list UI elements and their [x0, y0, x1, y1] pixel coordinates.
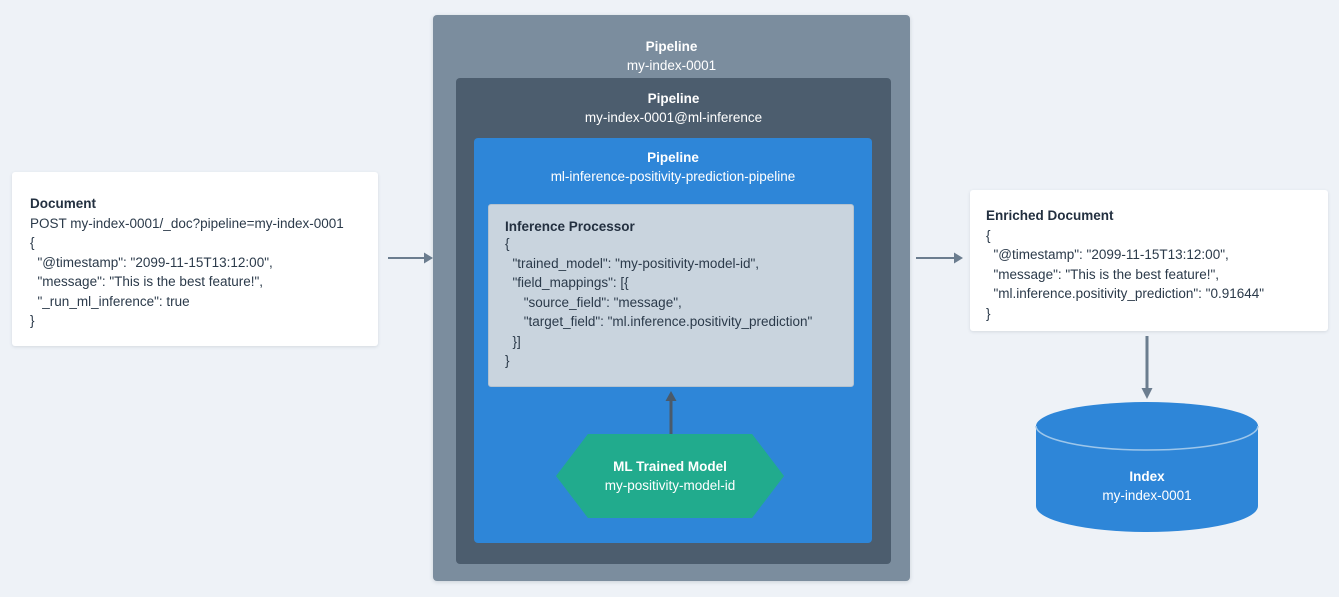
pipeline-middle-header: Pipeline my-index-0001@ml-inference — [456, 89, 891, 128]
index-cylinder[interactable]: Index my-index-0001 — [1034, 400, 1260, 532]
enriched-document-card: Enriched Document { "@timestamp": "2099-… — [970, 190, 1328, 331]
index-cylinder-label: Index my-index-0001 — [1034, 468, 1260, 505]
index-title: Index — [1129, 469, 1165, 484]
processor-line: "field_mappings": [{ — [505, 275, 629, 290]
document-line: POST my-index-0001/_doc?pipeline=my-inde… — [30, 215, 344, 231]
index-name: my-index-0001 — [1102, 488, 1192, 503]
document-card-title: Document — [30, 196, 97, 211]
document-card: Document POST my-index-0001/_doc?pipelin… — [12, 172, 378, 346]
inference-processor-title: Inference Processor — [505, 219, 635, 234]
ml-model-title: ML Trained Model — [613, 459, 727, 474]
pipeline-middle-label: Pipeline — [647, 91, 700, 106]
processor-line: "source_field": "message", — [505, 294, 682, 310]
processor-line: "trained_model": "my-positivity-model-id… — [505, 255, 760, 271]
enriched-document-line: { — [986, 227, 991, 243]
document-line: "@timestamp": "2099-11-15T13:12:00", — [30, 254, 273, 270]
processor-line: }] — [505, 333, 521, 349]
inference-processor-panel[interactable]: Inference Processor { "trained_model": "… — [488, 204, 854, 387]
enriched-document-line: "@timestamp": "2099-11-15T13:12:00", — [986, 247, 1229, 262]
enriched-document-line: "message": "This is the best feature!", — [986, 266, 1220, 282]
ml-model-name: my-positivity-model-id — [604, 478, 736, 493]
document-line: { — [30, 235, 35, 250]
enriched-document-line: "ml.inference.positivity_prediction": "0… — [986, 286, 1265, 301]
pipeline-middle-name: my-index-0001@ml-inference — [584, 110, 763, 125]
processor-line: "target_field": "ml.inference.positivity… — [505, 314, 813, 329]
pipeline-outer-name: my-index-0001 — [626, 58, 717, 73]
pipeline-outer-label: Pipeline — [645, 39, 698, 54]
ml-trained-model-hexagon[interactable]: ML Trained Model my-positivity-model-id — [556, 434, 784, 518]
arrow-enriched-to-index — [1139, 336, 1155, 400]
arrow-model-to-processor — [663, 390, 679, 436]
pipeline-inner-label: Pipeline — [647, 150, 699, 165]
processor-line: { — [505, 236, 510, 251]
enriched-document-title: Enriched Document — [986, 208, 1114, 223]
pipeline-inner-name: ml-inference-positivity-prediction-pipel… — [550, 169, 796, 184]
pipeline-inner-header: Pipeline ml-inference-positivity-predict… — [474, 148, 872, 187]
document-line: } — [30, 313, 35, 328]
cylinder-shape — [1035, 402, 1259, 532]
pipeline-outer-header: Pipeline my-index-0001 — [433, 37, 910, 76]
arrow-document-to-pipeline — [388, 250, 434, 266]
document-line: "_run_ml_inference": true — [30, 293, 190, 309]
document-line: "message": "This is the best feature!", — [30, 274, 264, 289]
processor-line: } — [505, 353, 510, 368]
enriched-document-line: } — [986, 305, 991, 321]
arrow-pipeline-to-enriched — [916, 250, 964, 266]
